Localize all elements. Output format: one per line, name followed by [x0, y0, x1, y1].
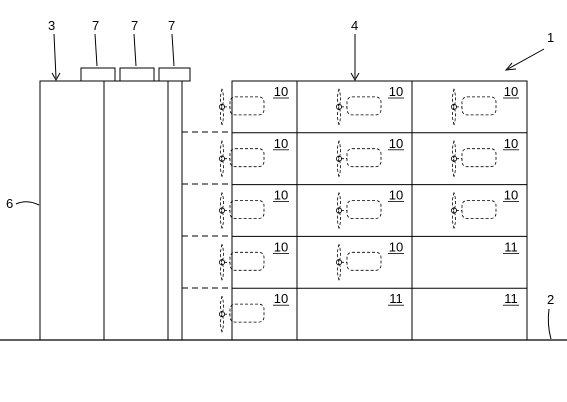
- fan-device-icon: [218, 244, 265, 281]
- leader-6: [15, 201, 40, 206]
- grid-cell: 10: [218, 239, 289, 281]
- grid-cell: 10: [218, 291, 289, 333]
- roof-box-1: [80, 67, 116, 82]
- grid-cell: 10: [335, 239, 404, 281]
- fan-device-icon: [218, 192, 265, 229]
- grid-cell: 10: [335, 84, 404, 126]
- cell-label: 10: [389, 239, 403, 254]
- fan-device-icon: [335, 244, 382, 281]
- grid-cell: 10: [218, 188, 289, 229]
- grid-cell: 11: [388, 291, 404, 306]
- grid-cell: 10: [450, 136, 519, 177]
- fan-device-icon: [450, 140, 497, 177]
- cell-label: 10: [504, 136, 518, 151]
- left-unit-body: [39, 80, 183, 341]
- grid-cell: 11: [503, 239, 519, 254]
- fan-device-icon: [335, 192, 382, 229]
- cell-label: 10: [274, 188, 288, 203]
- roof-box-2: [119, 67, 155, 82]
- label-7b: 7: [131, 18, 138, 33]
- grid-cell: 10: [218, 84, 289, 126]
- fan-device-icon: [218, 140, 265, 177]
- fan-device-icon: [450, 88, 497, 126]
- cell-label: 11: [504, 239, 518, 254]
- leader-3-arrow: [51, 72, 61, 82]
- cell-label: 10: [389, 136, 403, 151]
- roof-box-3: [158, 67, 191, 82]
- grid-cell: 11: [503, 291, 519, 306]
- fan-device-icon: [335, 88, 382, 126]
- grid-cell: 10: [335, 136, 404, 177]
- leader-4-arrow: [350, 72, 360, 82]
- hidden-row-separators: [182, 131, 232, 289]
- grid-cell: 10: [218, 136, 289, 177]
- leader-2: [547, 308, 552, 340]
- cell-label: 10: [504, 188, 518, 203]
- label-7a: 7: [92, 18, 99, 33]
- grid-cell: 10: [450, 188, 519, 229]
- fan-device-icon: [218, 295, 265, 333]
- cell-label: 10: [274, 239, 288, 254]
- label-3: 3: [48, 18, 55, 33]
- cell-label: 10: [389, 188, 403, 203]
- leader-7a: [94, 33, 98, 67]
- cell-label: 10: [274, 136, 288, 151]
- cell-label: 10: [274, 84, 288, 99]
- grid-cell: 10: [335, 188, 404, 229]
- cell-label: 10: [274, 291, 288, 306]
- grid-cell: 10: [450, 84, 519, 126]
- cell-label: 10: [504, 84, 518, 99]
- cell-grid: 10 10 10 10 10 10 10 10 10 10 10 11 10 11 11: [218, 80, 528, 341]
- label-7c: 7: [168, 18, 175, 33]
- leader-1: [507, 48, 545, 70]
- cell-label: 11: [504, 291, 518, 306]
- leader-7b: [133, 33, 137, 67]
- right-unit-body: [231, 80, 528, 341]
- fan-device-icon: [218, 88, 265, 126]
- label-1: 1: [547, 30, 554, 45]
- cell-label: 11: [389, 291, 403, 306]
- cell-label: 10: [389, 84, 403, 99]
- label-6: 6: [6, 196, 13, 211]
- fan-device-icon: [450, 192, 497, 229]
- fan-device-icon: [335, 140, 382, 177]
- leader-1-arrow: [504, 62, 517, 71]
- leader-7c: [171, 33, 175, 67]
- leader-3: [53, 33, 57, 79]
- label-4: 4: [351, 18, 358, 33]
- label-2: 2: [547, 292, 554, 307]
